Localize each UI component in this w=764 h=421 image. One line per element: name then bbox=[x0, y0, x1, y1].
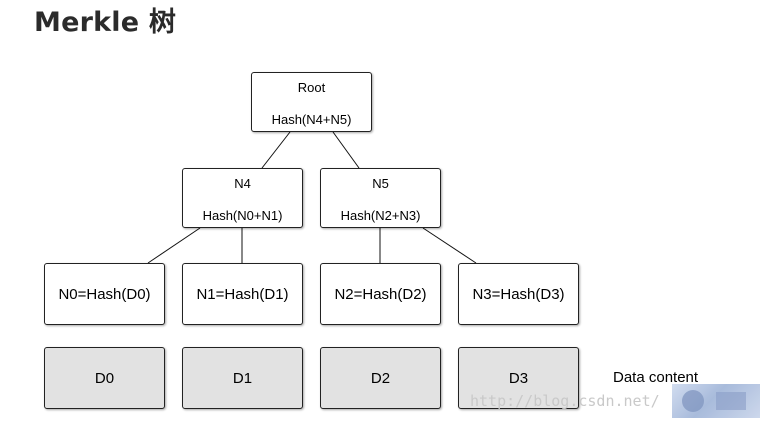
node-n5-hash: Hash(N2+N3) bbox=[340, 208, 421, 223]
node-n5: N5 Hash(N2+N3) bbox=[320, 168, 441, 228]
data-block-d2: D2 bbox=[320, 347, 441, 409]
node-n4-name: N4 bbox=[234, 176, 251, 191]
leaf-node-n1: N1=Hash(D1) bbox=[182, 263, 303, 325]
node-n4-hash: Hash(N0+N1) bbox=[202, 208, 283, 223]
root-node: Root Hash(N4+N5) bbox=[251, 72, 372, 132]
data-block-d0: D0 bbox=[44, 347, 165, 409]
page-title: Merkle 树 bbox=[34, 7, 177, 38]
edge-n4-n0 bbox=[147, 227, 201, 264]
data-content-label: Data content bbox=[613, 369, 699, 386]
leaf-node-n0: N0=Hash(D0) bbox=[44, 263, 165, 325]
leaf-node-n2: N2=Hash(D2) bbox=[320, 263, 441, 325]
watermark-text: http://blog.csdn.net/ bbox=[470, 392, 660, 410]
root-hash: Hash(N4+N5) bbox=[271, 112, 352, 127]
edge-root-n4 bbox=[261, 131, 291, 169]
root-name: Root bbox=[297, 80, 326, 95]
edge-root-n5 bbox=[332, 131, 360, 169]
data-block-d3: D3 bbox=[458, 347, 579, 409]
node-n4: N4 Hash(N0+N1) bbox=[182, 168, 303, 228]
node-n5-name: N5 bbox=[372, 176, 389, 191]
edge-n5-n3 bbox=[422, 227, 477, 264]
data-block-d1: D1 bbox=[182, 347, 303, 409]
watermark-logo-icon bbox=[672, 384, 760, 418]
leaf-node-n3: N3=Hash(D3) bbox=[458, 263, 579, 325]
